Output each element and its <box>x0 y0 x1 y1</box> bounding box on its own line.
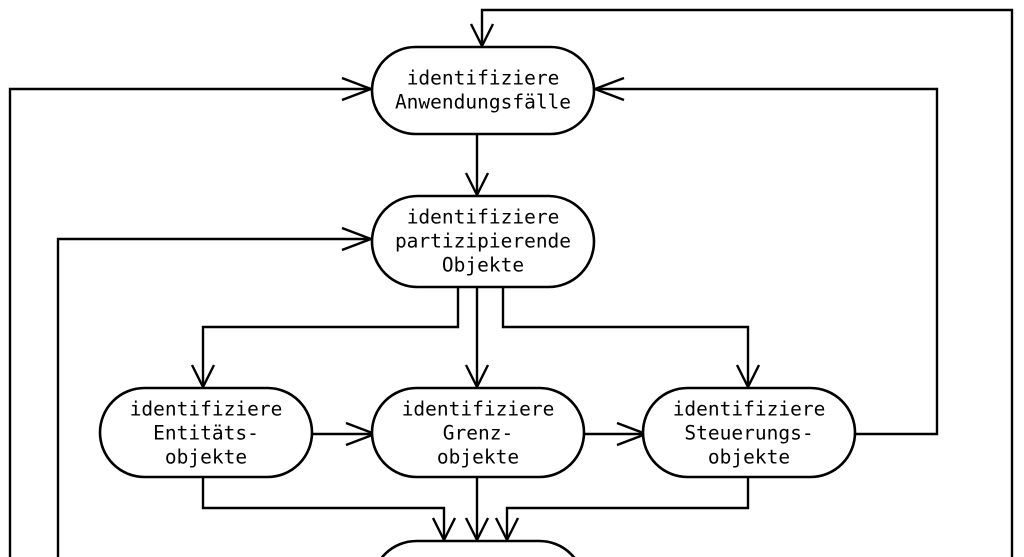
edge-left-outer-feedback <box>8 87 368 557</box>
node-bottom-partial-shape[interactable] <box>372 539 584 557</box>
node-entitaetsobjekte-shape[interactable] <box>98 386 314 479</box>
node-grenzobjekte-line2: Grenz- <box>443 422 513 445</box>
node-partizipierende-objekte-shape[interactable] <box>370 194 596 289</box>
node-anwendungsfaelle[interactable]: identifiziere Anwendungsfälle <box>370 45 596 136</box>
edge-left-inner-feedback <box>56 237 368 557</box>
node-entitaetsobjekte[interactable]: identifiziere Entitäts- objekte <box>98 386 314 479</box>
edge-top-feedback-loop <box>480 8 1014 557</box>
node-layer: identifiziere Anwendungsfälle identifizi… <box>98 45 857 557</box>
node-grenzobjekte[interactable]: identifiziere Grenz- objekte <box>370 386 586 479</box>
node-steuerungsobjekte-shape[interactable] <box>641 386 857 479</box>
node-entitaetsobjekte-line3: objekte <box>165 446 247 469</box>
edge-layer <box>8 8 1014 557</box>
node-steuerungsobjekte-line1: identifiziere <box>673 398 826 421</box>
edge-steuerungs-to-bottom <box>505 477 750 539</box>
node-grenzobjekte-line3: objekte <box>437 446 519 469</box>
node-entitaetsobjekte-line2: Entitäts- <box>153 422 259 445</box>
node-steuerungsobjekte-line3: objekte <box>708 446 790 469</box>
node-partizipierende-objekte-line3: Objekte <box>442 254 524 277</box>
edge-node2-to-entitaets <box>201 287 460 386</box>
node-anwendungsfaelle-line1: identifiziere <box>407 67 560 90</box>
node-bottom-partial[interactable] <box>372 539 584 557</box>
node-steuerungsobjekte[interactable]: identifiziere Steuerungs- objekte <box>641 386 857 479</box>
edge-entitaets-to-bottom <box>201 477 446 539</box>
edge-steuerungs-to-node1 <box>598 87 939 436</box>
edge-node2-to-steuerungs <box>501 287 750 386</box>
node-grenzobjekte-line1: identifiziere <box>402 398 555 421</box>
node-entitaetsobjekte-line1: identifiziere <box>130 398 283 421</box>
node-partizipierende-objekte[interactable]: identifiziere partizipierende Objekte <box>370 194 596 289</box>
node-partizipierende-objekte-line1: identifiziere <box>407 206 560 229</box>
node-partizipierende-objekte-line2: partizipierende <box>395 230 571 253</box>
node-anwendungsfaelle-line2: Anwendungsfälle <box>395 91 571 114</box>
node-anwendungsfaelle-shape[interactable] <box>370 45 596 136</box>
node-steuerungsobjekte-line2: Steuerungs- <box>684 422 813 445</box>
node-grenzobjekte-shape[interactable] <box>370 386 586 479</box>
